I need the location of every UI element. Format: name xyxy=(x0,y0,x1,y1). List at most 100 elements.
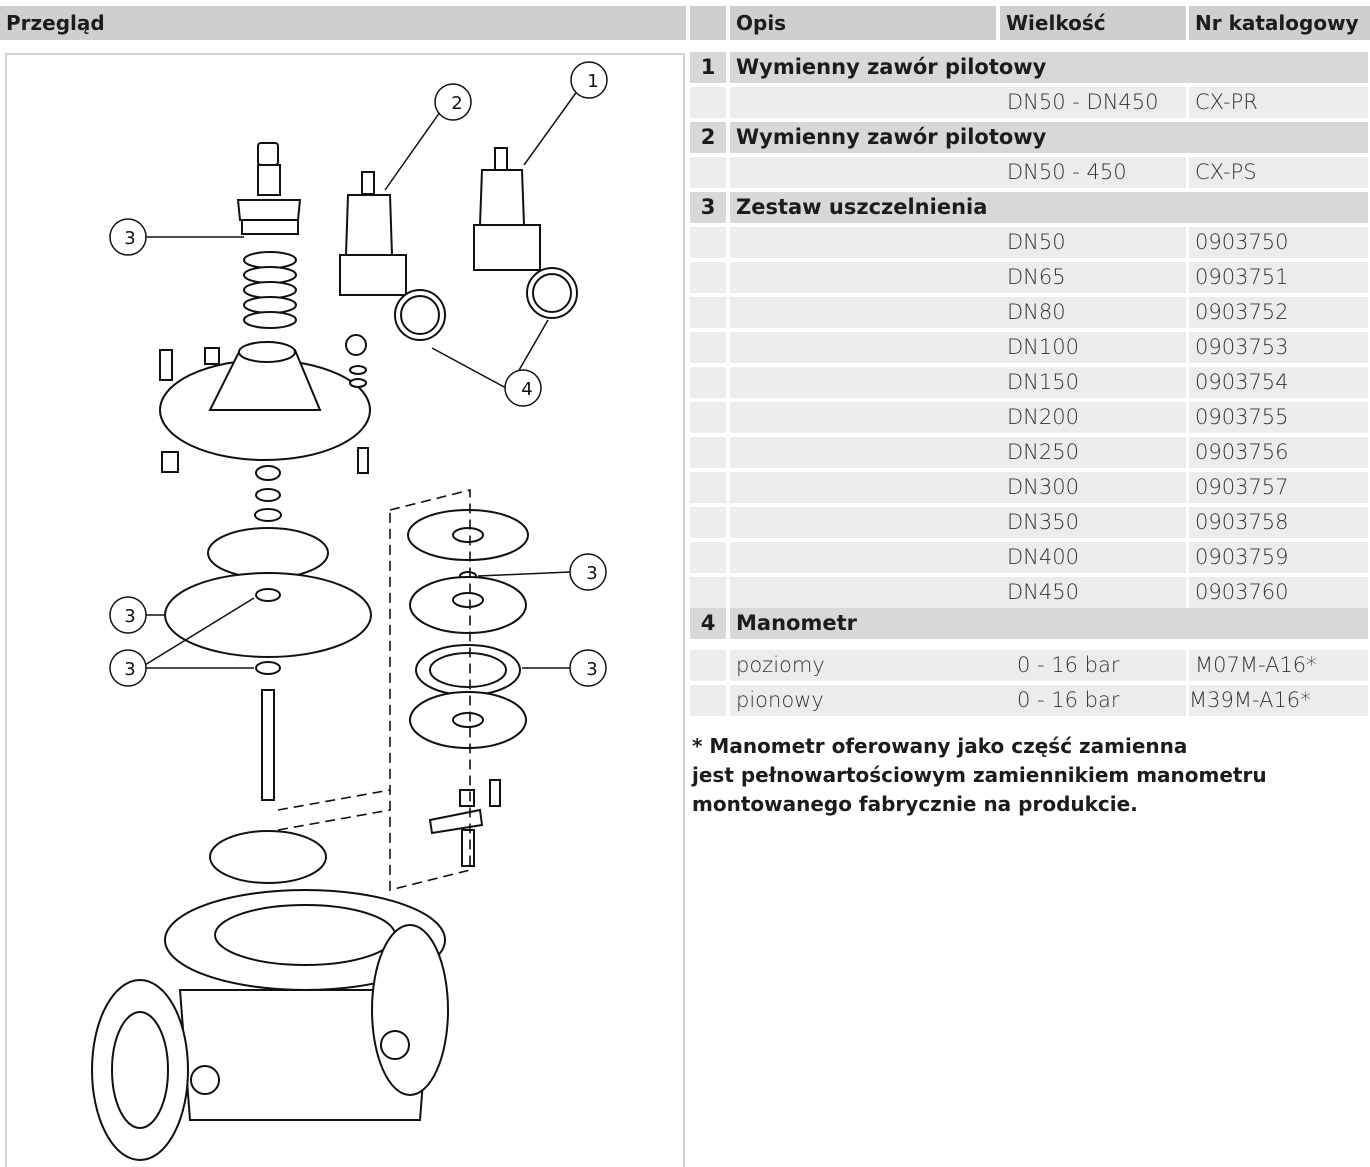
empty-cell xyxy=(730,542,1000,573)
size-cell: DN400 xyxy=(1000,542,1186,573)
table-row: poziomy 0 - 16 bar M07M-A16* xyxy=(690,650,1368,681)
empty-cell xyxy=(690,297,726,328)
dashed-group-outline xyxy=(277,488,471,892)
size-cell: DN200 xyxy=(1000,402,1186,433)
description-cell: poziomy xyxy=(730,650,1000,681)
callout-3 xyxy=(109,596,147,634)
header-size: Wielkość xyxy=(1000,6,1186,40)
catalog-cell: CX-PS xyxy=(1189,157,1368,188)
empty-cell xyxy=(690,437,726,468)
empty-cell xyxy=(730,87,1000,118)
callout-label: 3 xyxy=(586,659,597,680)
overview-header: Przegląd xyxy=(0,6,686,40)
callout-label: 1 xyxy=(587,71,598,92)
group-title: Manometr xyxy=(730,608,1368,639)
callout-3 xyxy=(109,649,147,687)
empty-cell xyxy=(730,262,1000,293)
callout-label: 4 xyxy=(521,379,532,400)
catalog-cell: M39M-A16* xyxy=(1189,685,1368,716)
group-title: Zestaw uszczelnienia xyxy=(730,192,1368,223)
empty-cell xyxy=(730,437,1000,468)
callout-label: 3 xyxy=(124,659,135,680)
group-title: Wymienny zawór pilotowy xyxy=(730,122,1368,153)
size-cell: 0 - 16 bar xyxy=(1000,685,1186,716)
catalog-cell: M07M-A16* xyxy=(1189,650,1368,681)
size-cell: 0 - 16 bar xyxy=(1000,650,1186,681)
catalog-cell: 0903758 xyxy=(1189,507,1368,538)
size-cell: DN150 xyxy=(1000,367,1186,398)
catalog-cell: 0903757 xyxy=(1189,472,1368,503)
callout-3 xyxy=(109,218,147,256)
empty-cell xyxy=(690,402,726,433)
empty-cell xyxy=(690,227,726,258)
catalog-cell: 0903759 xyxy=(1189,542,1368,573)
catalog-cell: 0903755 xyxy=(1189,402,1368,433)
catalog-cell: 0903760 xyxy=(1189,577,1368,608)
table-row: DN50 - DN450 CX-PR xyxy=(690,87,1368,118)
callout-4 xyxy=(504,369,542,407)
empty-cell xyxy=(730,297,1000,328)
catalog-cell: 0903756 xyxy=(1189,437,1368,468)
parts-table: 1 Wymienny zawór pilotowy DN50 - DN450 C… xyxy=(690,52,1368,718)
size-cell: DN450 xyxy=(1000,577,1186,608)
table-row: DN450 0903760 xyxy=(690,577,1368,608)
diaphragm-stack xyxy=(164,465,372,801)
empty-cell xyxy=(690,472,726,503)
empty-cell xyxy=(730,472,1000,503)
header-number-cell xyxy=(690,6,726,40)
table-row: DN50 0903750 xyxy=(690,227,1368,258)
valve-body xyxy=(91,889,449,1161)
table-row: DN50 - 450 CX-PS xyxy=(690,157,1368,188)
callout-label: 3 xyxy=(124,606,135,627)
callout-label: 2 xyxy=(451,93,462,114)
empty-cell xyxy=(730,157,1000,188)
catalog-cell: 0903753 xyxy=(1189,332,1368,363)
empty-cell xyxy=(690,650,726,681)
table-row: DN350 0903758 xyxy=(690,507,1368,538)
group-number: 1 xyxy=(690,52,726,83)
header-description: Opis xyxy=(730,6,996,40)
group-row-1: 1 Wymienny zawór pilotowy xyxy=(690,52,1368,83)
footnote-line: jest pełnowartościowym zamiennikiem mano… xyxy=(692,763,1267,787)
footnote-line: * Manometr oferowany jako część zamienna xyxy=(692,734,1188,758)
group-row-2: 2 Wymienny zawór pilotowy xyxy=(690,122,1368,153)
callout-label: 3 xyxy=(124,228,135,249)
table-row: DN250 0903756 xyxy=(690,437,1368,468)
size-cell: DN65 xyxy=(1000,262,1186,293)
table-row: DN200 0903755 xyxy=(690,402,1368,433)
group-number: 2 xyxy=(690,122,726,153)
size-cell: DN50 xyxy=(1000,227,1186,258)
table-row: DN150 0903754 xyxy=(690,367,1368,398)
drawing-frame xyxy=(5,53,685,1167)
catalog-cell: 0903754 xyxy=(1189,367,1368,398)
footnote: * Manometr oferowany jako część zamienna… xyxy=(692,732,1332,819)
callout-label: 3 xyxy=(586,563,597,584)
empty-cell xyxy=(730,227,1000,258)
pilot-valve-2 xyxy=(339,171,446,341)
table-row: pionowy 0 - 16 bar M39M-A16* xyxy=(690,685,1368,716)
empty-cell xyxy=(730,577,1000,608)
empty-cell xyxy=(690,157,726,188)
empty-cell xyxy=(690,87,726,118)
table-row: DN80 0903752 xyxy=(690,297,1368,328)
group-title: Wymienny zawór pilotowy xyxy=(730,52,1368,83)
empty-cell xyxy=(730,332,1000,363)
table-row: DN400 0903759 xyxy=(690,542,1368,573)
callout-3 xyxy=(569,649,607,687)
size-cell: DN50 - 450 xyxy=(1000,157,1186,188)
table-row: DN65 0903751 xyxy=(690,262,1368,293)
empty-cell xyxy=(690,577,726,608)
empty-cell xyxy=(690,507,726,538)
group-row-4: 4 Manometr xyxy=(690,608,1368,639)
empty-cell xyxy=(690,542,726,573)
size-cell: DN300 xyxy=(1000,472,1186,503)
size-cell: DN350 xyxy=(1000,507,1186,538)
seat-ring xyxy=(209,830,327,884)
footnote-line: montowanego fabrycznie na produkcie. xyxy=(692,792,1138,816)
empty-cell xyxy=(730,367,1000,398)
catalog-cell: CX-PR xyxy=(1189,87,1368,118)
empty-cell xyxy=(730,402,1000,433)
callout-1 xyxy=(570,61,608,99)
table-row: DN100 0903753 xyxy=(690,332,1368,363)
exploded-view-drawing: 1 2 3 4 3 3 3 3 xyxy=(91,61,608,1161)
